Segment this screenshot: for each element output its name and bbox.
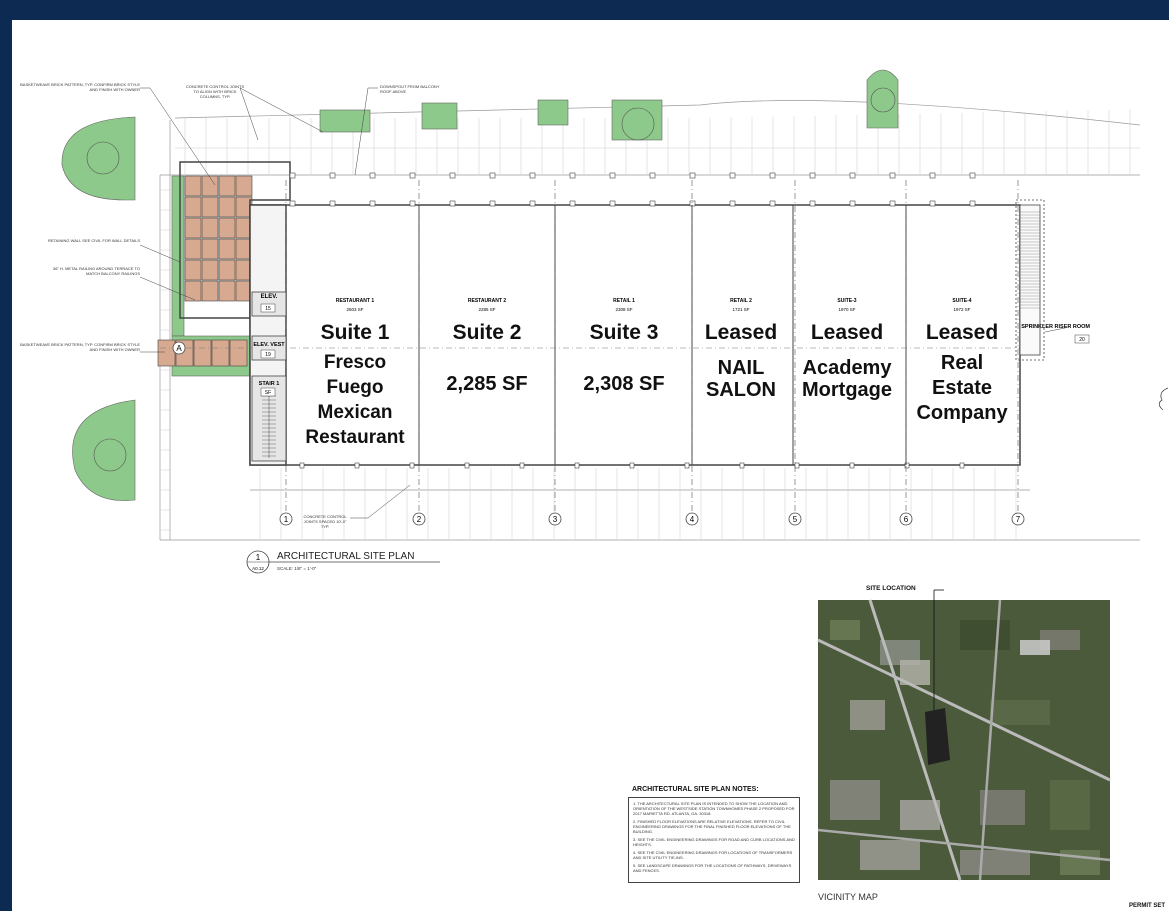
sprinkler-number: 20 [1079,337,1085,343]
section-marker-label: A [176,344,182,353]
callout-railing: 36" H. METAL RAILING AROUND TERRACE TO M… [53,266,140,276]
permit-set-label: PERMIT SET [1128,903,1165,909]
stair-label: STAIR 1 [259,381,280,387]
notes-box: 1. THE ARCHITECTURAL SITE PLAN IS INTEND… [628,797,800,883]
sprinkler-stair [1015,199,1045,361]
suite-body-line: Mexican [318,402,393,423]
cloud-mark [1158,387,1169,411]
grid-bubble-label: 2 [417,515,422,524]
suite-body-line: NAIL [718,357,765,379]
grid-bubble-4: 4 [685,512,699,526]
note-item: 2. FINISHED FLOOR ELEVATIONS ARE RELATIV… [633,819,791,834]
plan-title-block: 1 A0.12 ARCHITECTURAL SITE PLAN SCALE: 1… [246,550,440,574]
stair-number: SF [265,390,271,396]
callout-retaining-wall: RETAINING WALL SEE CIVIL FOR WALL DETAIL… [47,238,140,243]
note-item: 3. SEE THE CIVIL ENGINEERING DRAWINGS FO… [633,837,795,847]
suite-sf: 1970 SF [838,307,855,312]
suite-title: Leased [926,321,998,344]
elev-vest-label: ELEV. VEST [253,342,285,348]
suite-body-line: 2,285 SF [446,373,527,395]
suite-sf: 2308 SF [615,307,632,312]
grid-bubble-5: 5 [788,512,802,526]
elev-vest-number: 19 [265,352,271,358]
suite-body-line: Academy [803,357,893,379]
sprinkler-label: SPRINKLER RISER ROOM [1021,324,1090,330]
suite-sf: 1721 SF [732,307,749,312]
suite-3: RETAIL 1 2308 SF Suite 3 2,308 SF [583,298,664,395]
suite-sf: 2285 SF [478,307,495,312]
callout-downspout: DOWNSPOUT FROM BALCONY ROOF ABOVE [380,84,440,94]
vicinity-map-label: VICINITY MAP [818,892,878,902]
suite-body-line: Restaurant [305,427,405,448]
suite-title: Suite 3 [590,321,659,344]
plan-title: ARCHITECTURAL SITE PLAN [277,551,414,562]
grid-bubble-label: 1 [284,515,289,524]
section-marker [172,341,186,355]
grid-bubble-7: 7 [1011,512,1025,526]
suite-title: Suite 1 [321,321,390,344]
callout-concrete-bottom: CONCRETE CONTROL JOINTS SPACED 10'-0" TY… [303,514,347,529]
suite-body-line: 2,308 SF [583,373,664,395]
suite-body-line: SALON [706,379,776,401]
note-item: 1. THE ARCHITECTURAL SITE PLAN IS INTEND… [633,801,795,816]
suite-tag: RETAIL 2 [730,298,752,304]
grid-bubble-3: 3 [548,512,562,526]
suite-body-line: Company [916,402,1008,424]
callout-concrete-top: CONCRETE CONTROL JOINTS TO ALIGN WITH BR… [185,84,245,99]
suite-body-line: Fuego [327,377,384,398]
plan-title-number: 1 [256,553,261,562]
note-item: 4. SEE THE CIVIL ENGINEERING DRAWINGS FO… [633,850,793,860]
grid-bubble-1: 1 [279,512,293,526]
suite-sf: 1972 SF [953,307,970,312]
column-markers [289,172,976,469]
elev-label: ELEV. [261,294,278,300]
suite-sf: 2503 SF [346,307,363,312]
suite-body-line: Estate [932,377,992,399]
plan-title-sheet: A0.12 [252,566,264,571]
suite-body-line: Real [941,352,983,374]
brick-terrace [157,161,291,367]
suite-tag: RESTAURANT 1 [336,298,374,304]
suite-title: Suite 2 [453,321,522,344]
suite-tag: RESTAURANT 2 [468,298,506,304]
callout-basketweave-top: BASKETWEAVE BRICK PATTERN, TYP. CONFIRM … [20,82,140,92]
elev-number: 15 [265,306,271,312]
grid-bubble-2: 2 [412,512,426,526]
grid-bubble-label: 5 [793,515,798,524]
grid-bubble-6: 6 [899,512,913,526]
suite-tag: RETAIL 1 [613,298,635,304]
note-item: 5. SEE LANDSCAPE DRAWINGS FOR THE LOCATI… [633,863,792,873]
callout-basketweave-mid: BASKETWEAVE BRICK PATTERN, TYP. CONFIRM … [20,342,140,352]
suite-2: RESTAURANT 2 2285 SF Suite 2 2,285 SF [446,298,527,395]
grid-bubble-label: 7 [1016,515,1021,524]
notes-title: ARCHITECTURAL SITE PLAN NOTES: [632,786,759,793]
tree-symbols [86,87,896,472]
grid-lines [285,180,1019,512]
suite-1: RESTAURANT 1 2503 SF Suite 1 FrescoFuegoMex… [305,298,405,448]
grid-bubble-label: 3 [553,515,558,524]
paving-joints [160,109,1140,540]
suite-tag: SUITE-4 [952,298,971,304]
suite-title: Leased [705,321,777,344]
suite-body-line: Fresco [324,352,386,373]
callout-leaders [139,87,411,519]
vicinity-map [817,589,1111,881]
suite-tag: SUITE-3 [837,298,856,304]
suite-title: Leased [811,321,883,344]
site-location-label: SITE LOCATION [866,585,916,592]
grid-bubble-label: 6 [904,515,909,524]
grid-bubble-label: 4 [690,515,695,524]
plan-scale: SCALE: 1/8" = 1'-0" [277,566,317,571]
suite-body-line: Mortgage [802,379,892,401]
